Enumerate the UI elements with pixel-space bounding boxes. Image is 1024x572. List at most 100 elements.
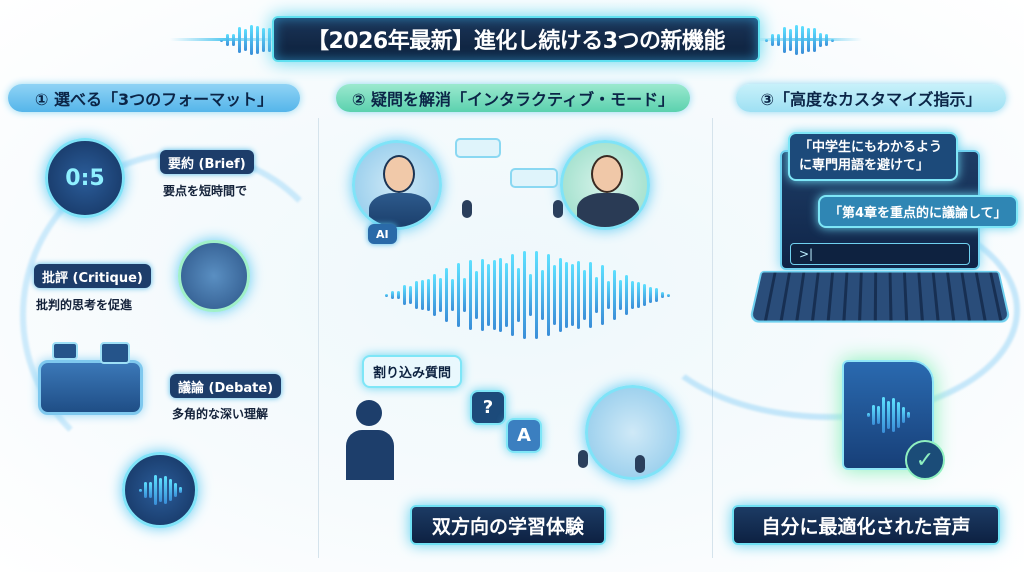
prompt-bubble-simple-language: 「中学生にもわかるように専門用語を避けて」 bbox=[788, 132, 958, 182]
wave-bar bbox=[601, 264, 604, 326]
question-bubble: ? bbox=[470, 390, 506, 425]
wave-bar bbox=[777, 33, 780, 47]
wave-bar bbox=[625, 275, 628, 315]
wave-bar bbox=[505, 263, 508, 327]
section-header-formats: ① 選べる「3つのフォーマット」 bbox=[8, 84, 300, 112]
wave-bar bbox=[783, 27, 786, 53]
wave-bar bbox=[238, 27, 241, 53]
wave-bar bbox=[765, 38, 768, 42]
interrupt-question-bubble: 割り込み質問 bbox=[362, 355, 463, 388]
hosts-duo-avatar bbox=[585, 385, 680, 480]
wave-bar bbox=[565, 262, 568, 328]
check-badge-icon: ✓ bbox=[905, 440, 945, 480]
wave-bar bbox=[577, 260, 580, 330]
wave-bar bbox=[819, 33, 822, 47]
wave-bar bbox=[661, 292, 664, 298]
format-desc-debate: 多角的な深い理解 bbox=[172, 407, 269, 421]
wave-bar bbox=[553, 265, 556, 325]
wave-bar bbox=[163, 475, 167, 505]
wave-bar bbox=[153, 474, 157, 506]
wave-bar bbox=[403, 285, 406, 305]
wave-bar bbox=[232, 33, 235, 47]
format-tag-critique: 批評 (Critique) bbox=[34, 264, 151, 288]
wave-bar bbox=[168, 479, 172, 501]
wave-bar bbox=[583, 270, 586, 320]
wave-bar bbox=[896, 402, 900, 428]
wave-bar bbox=[173, 483, 177, 497]
central-audio-waveform bbox=[385, 250, 670, 340]
microphone-icon bbox=[462, 200, 472, 218]
microphone-icon bbox=[578, 450, 588, 468]
hand-raise-person-icon bbox=[340, 400, 400, 480]
wave-bar bbox=[866, 413, 870, 417]
wave-bar bbox=[559, 257, 562, 333]
title-glow-left bbox=[170, 38, 280, 41]
branching-arrows-icon bbox=[38, 360, 143, 415]
wave-bar bbox=[643, 284, 646, 306]
wave-bar bbox=[268, 27, 271, 53]
wave-bar bbox=[589, 261, 592, 329]
wave-bar bbox=[667, 293, 670, 297]
wave-bar bbox=[220, 38, 223, 42]
page-title: 【2026年最新】進化し続ける3つの新機能 bbox=[272, 16, 760, 62]
wave-bar bbox=[881, 396, 885, 434]
format-tag-brief: 要約 (Brief) bbox=[160, 150, 254, 174]
microphone-icon bbox=[635, 455, 645, 473]
wave-bar bbox=[906, 411, 910, 419]
wave-bar bbox=[807, 27, 810, 53]
wave-bar bbox=[649, 287, 652, 303]
wave-bar bbox=[613, 269, 616, 321]
wave-bar bbox=[831, 38, 834, 42]
wave-bar bbox=[262, 27, 265, 53]
wave-bar bbox=[901, 407, 905, 423]
wave-bar bbox=[493, 259, 496, 331]
wave-bar bbox=[655, 288, 658, 302]
wave-bar bbox=[421, 279, 424, 311]
speech-bubble-icon bbox=[455, 138, 501, 158]
microphone-icon bbox=[553, 200, 563, 218]
wave-bar bbox=[825, 33, 828, 47]
answer-bubble: A bbox=[506, 418, 542, 453]
wave-bar bbox=[445, 267, 448, 323]
wave-bar bbox=[481, 258, 484, 332]
wave-bar bbox=[595, 277, 598, 313]
section-header-custom: ③「高度なカスタマイズ指示」 bbox=[736, 84, 1006, 112]
prompt-input-field[interactable]: >| bbox=[790, 243, 970, 265]
wave-bar bbox=[891, 398, 895, 432]
format-tag-debate: 議論 (Debate) bbox=[170, 374, 282, 398]
wave-bar bbox=[523, 251, 526, 339]
wave-bar bbox=[463, 277, 466, 313]
speech-bubble-icon bbox=[510, 168, 558, 188]
laptop-keyboard bbox=[748, 270, 1012, 323]
wave-bar bbox=[385, 293, 388, 297]
wave-bar bbox=[813, 27, 816, 53]
wave-bar bbox=[391, 290, 394, 300]
chat-bubbles-icon bbox=[100, 342, 130, 364]
audio-wave-orb-icon bbox=[122, 452, 198, 528]
chat-bubbles-icon bbox=[52, 342, 78, 360]
wave-bar bbox=[871, 405, 875, 425]
wave-bar bbox=[433, 273, 436, 317]
footer-label-custom: 自分に最適化された音声 bbox=[732, 505, 1000, 545]
wave-bar bbox=[771, 33, 774, 47]
wave-bar bbox=[148, 482, 152, 498]
wave-bar bbox=[529, 274, 532, 316]
wave-bar bbox=[226, 33, 229, 47]
wave-bar bbox=[244, 28, 247, 52]
wave-bar bbox=[475, 270, 478, 320]
wave-bar bbox=[250, 25, 253, 55]
format-desc-brief: 要点を短時間で bbox=[163, 184, 248, 198]
format-desc-critique: 批判的思考を促進 bbox=[36, 298, 133, 312]
section-header-interactive: ② 疑問を解消「インタラクティブ・モード」 bbox=[336, 84, 690, 112]
wave-bar bbox=[397, 290, 400, 300]
brain-magnifier-icon bbox=[178, 240, 250, 312]
wave-bar bbox=[451, 279, 454, 311]
wave-bar bbox=[427, 278, 430, 312]
wave-bar bbox=[876, 405, 880, 425]
wave-bar bbox=[158, 477, 162, 503]
wave-bar bbox=[256, 25, 259, 55]
wave-bar bbox=[457, 262, 460, 328]
wave-bar bbox=[415, 281, 418, 309]
ai-host-male-avatar bbox=[352, 140, 442, 230]
wave-bar bbox=[511, 253, 514, 337]
